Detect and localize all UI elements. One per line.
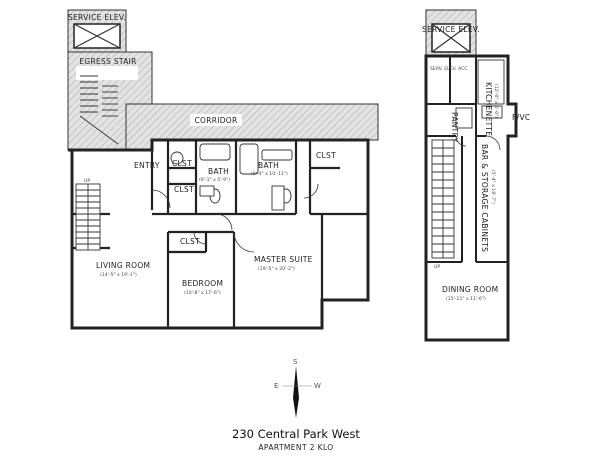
pantry-label: PANTRY bbox=[450, 112, 459, 143]
compass-e: E bbox=[274, 382, 278, 390]
bath-1-dimensions: (9'-1" x 5'-9") bbox=[199, 177, 230, 183]
bath-2-dimensions: (9'-4" x 10'-11") bbox=[251, 171, 288, 177]
dining-room-dimensions: (15'-11" x 11'-6") bbox=[446, 296, 486, 302]
service-elevator-right-label: SERVICE ELEV. bbox=[422, 25, 480, 34]
egress-stair-label: EGRESS STAIR bbox=[79, 57, 136, 66]
apartment-outline-left bbox=[68, 138, 370, 330]
service-elevator-left: SERVICE ELEV. bbox=[67, 9, 127, 53]
service-elevator-right: SERVICE ELEV. bbox=[422, 9, 480, 57]
clst-entry-label: CLST bbox=[172, 159, 192, 168]
living-room-label: LIVING ROOM bbox=[96, 261, 150, 270]
bar-storage-dimensions: (5'-4" x 18'-7") bbox=[490, 170, 496, 204]
door-swings-right bbox=[455, 135, 501, 151]
dining-room-label: DINING ROOM bbox=[442, 285, 498, 294]
master-suite-label: MASTER SUITE bbox=[254, 255, 313, 264]
master-suite-dimensions: (19'-5" x 20'-2") bbox=[258, 266, 295, 272]
north-arrow-icon bbox=[293, 366, 299, 418]
door-swings-left bbox=[151, 183, 319, 253]
bath-fixtures-left bbox=[170, 143, 293, 211]
bedroom-dimensions: (10'-8" x 17'-6") bbox=[184, 290, 221, 296]
clst-master-label: CLST bbox=[316, 151, 336, 160]
compass-s: S bbox=[293, 358, 298, 366]
right-floor-plan: SERVICE ELEV. bbox=[422, 9, 530, 342]
stair-up-label-left: UP bbox=[84, 178, 90, 184]
left-floor-plan: SERVICE ELEV. EGRESS STAIR CORRIDOR bbox=[67, 9, 379, 330]
apartment-outline-right bbox=[424, 54, 518, 342]
serv-elev-small-label: SERV. ELEV. ACC bbox=[430, 66, 468, 72]
kitchenette-fixtures bbox=[455, 59, 505, 129]
fvc-label: F/VC bbox=[512, 113, 530, 122]
interior-stair-right bbox=[431, 139, 455, 259]
corridor-label: CORRIDOR bbox=[194, 116, 237, 125]
bath-1-label: BATH bbox=[208, 167, 229, 176]
compass: S E W bbox=[274, 358, 321, 418]
kitchenette-label: KITCHENETTE bbox=[484, 82, 493, 136]
entry-label: ENTRY bbox=[134, 161, 160, 170]
interior-stair-left bbox=[75, 183, 101, 251]
kitchenette-dimensions: (12'-0" x 5'-6") bbox=[493, 84, 499, 118]
bar-storage-label: BAR & STORAGE CABINETS bbox=[480, 144, 489, 252]
building-title: 230 Central Park West bbox=[232, 427, 360, 441]
clst-hall-label: CLST bbox=[174, 185, 194, 194]
clst-bedroom-label: CLST bbox=[180, 237, 200, 246]
apartment-subtitle: APARTMENT 2 KLO bbox=[258, 443, 333, 452]
compass-w: W bbox=[314, 382, 321, 390]
stair-up-label-right: UP bbox=[434, 264, 440, 270]
bedroom-label: BEDROOM bbox=[182, 279, 223, 288]
service-elevator-label: SERVICE ELEV. bbox=[68, 13, 126, 22]
corridor: CORRIDOR bbox=[125, 103, 379, 151]
bath-2-label: BATH bbox=[258, 161, 279, 170]
living-room-dimensions: (14'-5" x 19'-1") bbox=[100, 272, 137, 278]
interior-walls-right bbox=[426, 56, 508, 263]
